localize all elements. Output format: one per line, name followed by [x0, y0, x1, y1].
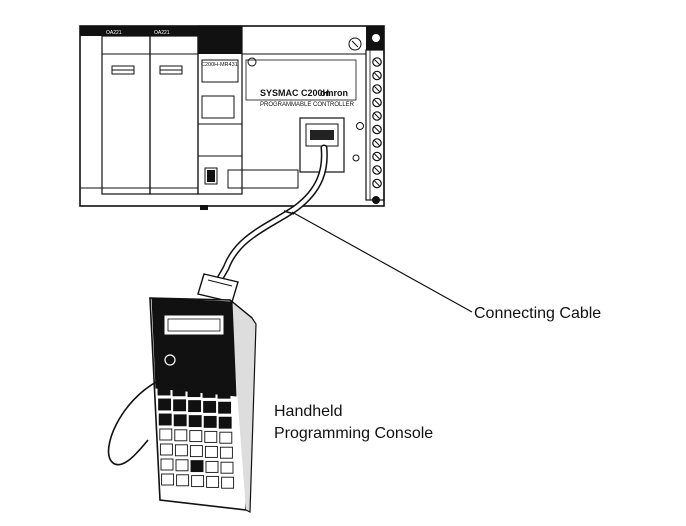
console-key — [159, 428, 173, 441]
connecting-cable-label: Connecting Cable — [474, 305, 602, 322]
front-panel — [227, 37, 366, 189]
cable-leader-line — [291, 211, 473, 313]
terminal-screws — [372, 57, 382, 189]
console-key — [203, 400, 217, 413]
plc-brand-name: omron — [320, 88, 348, 98]
terminal-screw-slot — [374, 153, 380, 160]
console-key — [219, 446, 233, 459]
console-key — [189, 445, 203, 458]
console-key — [173, 399, 187, 412]
console-key — [221, 476, 235, 489]
terminal-screw-slot — [374, 59, 380, 65]
cpu-unit — [197, 25, 243, 210]
console-key — [176, 474, 190, 487]
console-key — [190, 460, 204, 473]
console-key — [204, 445, 218, 458]
console-key — [187, 385, 201, 398]
terminal-screw-slot — [374, 126, 380, 133]
console-key — [205, 460, 219, 473]
keypad — [157, 383, 235, 489]
plc-brand-line: SYSMAC C200H — [260, 88, 329, 98]
console-key — [174, 429, 188, 442]
console-key — [202, 385, 216, 398]
console-key — [217, 386, 231, 399]
console-key — [158, 413, 172, 426]
console-key — [161, 473, 175, 486]
io-unit-2-label: OA221 — [154, 30, 170, 36]
console-key — [204, 430, 218, 443]
console-key — [189, 430, 203, 443]
terminal-screw-slot — [374, 86, 380, 92]
cpu-model-label: C200H-MR431 — [201, 62, 238, 68]
console-key — [218, 401, 232, 414]
console-key — [160, 458, 174, 471]
console-key — [219, 431, 233, 444]
console-key — [157, 383, 171, 396]
console-key — [188, 400, 202, 413]
terminal-screw-slot — [374, 99, 380, 106]
terminal-screw-slot — [374, 113, 380, 119]
connecting-cable — [214, 144, 328, 286]
terminal-screw-slot — [374, 140, 380, 146]
console-key — [173, 414, 187, 427]
plc-rack — [79, 25, 385, 210]
console-key — [206, 475, 220, 488]
console-key — [172, 384, 186, 397]
console-key — [203, 415, 217, 428]
console-key — [220, 461, 234, 474]
terminal-screw-slot — [374, 167, 380, 173]
console-label-line-2: Programming Console — [274, 425, 434, 442]
console-key — [191, 475, 205, 488]
terminal-screw-slot — [374, 72, 380, 79]
console-key — [158, 398, 172, 411]
console-label-line-1: Handheld — [274, 403, 343, 420]
console-key — [159, 443, 173, 456]
io-unit-1-label: OA221 — [106, 30, 122, 36]
console-key — [218, 416, 232, 429]
console-key — [175, 459, 189, 472]
console-key — [174, 444, 188, 457]
terminal-screw-slot — [374, 180, 380, 187]
plc-subtitle: PROGRAMMABLE CONTROLLER — [260, 102, 355, 108]
console-key — [188, 415, 202, 428]
